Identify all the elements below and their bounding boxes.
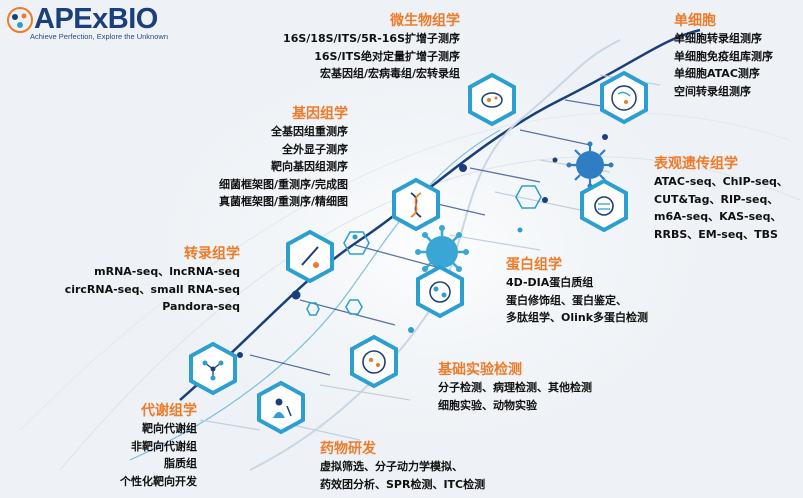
logo-text: APExBIO xyxy=(34,3,158,35)
list-item: 细胞实验、动物实验 xyxy=(438,398,537,412)
list-item: 单细胞转录组测序 xyxy=(674,32,762,45)
section-title: 基因组学 xyxy=(292,106,348,122)
section-title: 蛋白组学 xyxy=(506,257,562,273)
section-genomics: 基因组学 全基因组重测序 全外显子测序 靶向基因组测序 细菌框架图/重测序/完成… xyxy=(219,105,348,211)
section-title: 转录组学 xyxy=(184,246,240,262)
dna-icon xyxy=(392,177,440,232)
list-item: RRBS、EM-seq、TBS xyxy=(654,227,778,241)
list-item: 全外显子测序 xyxy=(282,142,348,156)
pipette-icon xyxy=(286,229,334,284)
list-item: 单细胞免疫组库测序 xyxy=(674,49,773,63)
company-logo: APExBIO Achieve Perfection, Explore the … xyxy=(6,4,168,41)
list-item: 空间转录组测序 xyxy=(674,84,751,98)
list-item: 细菌框架图/重测序/完成图 xyxy=(218,177,348,191)
section-title: 药物研发 xyxy=(320,441,376,457)
logo-mark-icon xyxy=(7,7,33,33)
list-item: 宏基因组/宏病毒组/宏转录组 xyxy=(319,67,460,80)
section-metabolomics: 代谢组学 靶向代谢组 非靶向代谢组 脂质组 个性化靶向开发 xyxy=(120,402,197,490)
virus-icon xyxy=(580,178,628,233)
section-transcriptomics: 转录组学 mRNA-seq、lncRNA-seq circRNA-seq、sma… xyxy=(65,245,240,316)
section-title: 表观遗传组学 xyxy=(654,156,738,172)
section-proteomics: 蛋白组学 4D-DIA蛋白质组 蛋白修饰组、蛋白鉴定、 多肽组学、Olink多蛋… xyxy=(506,256,648,327)
molecule-network-icon xyxy=(189,341,237,396)
section-single-cell: 单细胞 单细胞转录组测序 单细胞免疫组库测序 单细胞ATAC测序 空间转录组测序 xyxy=(674,12,773,100)
list-item: 非靶向代谢组 xyxy=(131,439,197,453)
section-title: 代谢组学 xyxy=(141,403,197,419)
list-item: 虚拟筛选、分子动力学模拟、 xyxy=(320,460,463,473)
scientist-icon xyxy=(257,380,305,435)
list-item: 靶向基因组测序 xyxy=(271,160,348,173)
list-item: ATAC-seq、ChIP-seq、 xyxy=(654,175,788,188)
list-item: mRNA-seq、lncRNA-seq xyxy=(94,265,240,278)
list-item: 分子检测、病理检测、其他检测 xyxy=(438,381,592,394)
list-item: 药效团分析、SPR检测、ITC检测 xyxy=(320,477,486,491)
section-basic-experiments: 基础实验检测 分子检测、病理检测、其他检测 细胞实验、动物实验 xyxy=(438,361,592,414)
list-item: 16S/ITS绝对定量扩增子测序 xyxy=(314,49,460,63)
cell-icon xyxy=(600,70,648,125)
section-drug-development: 药物研发 虚拟筛选、分子动力学模拟、 药效团分析、SPR检测、ITC检测 xyxy=(320,440,485,493)
list-item: 4D-DIA蛋白质组 xyxy=(506,276,594,289)
protein-icon xyxy=(416,264,464,319)
list-item: 脂质组 xyxy=(164,457,197,470)
list-item: 全基因组重测序 xyxy=(271,125,348,138)
list-item: CUT&Tag、RIP-seq、 xyxy=(654,192,779,206)
microbe-icon xyxy=(468,72,516,127)
section-microbiome: 微生物组学 16S/18S/ITS/5R-16S扩增子测序 16S/ITS绝对定… xyxy=(283,12,460,83)
section-epigenetics: 表观遗传组学 ATAC-seq、ChIP-seq、 CUT&Tag、RIP-se… xyxy=(654,155,788,243)
list-item: 真菌框架图/重测序/精细图 xyxy=(218,195,348,208)
section-title: 单细胞 xyxy=(674,13,716,29)
list-item: Pandora-seq xyxy=(162,300,240,313)
petri-dish-icon xyxy=(350,334,398,389)
logo-tagline: Achieve Perfection, Explore the Unknown xyxy=(30,32,168,41)
section-title: 基础实验检测 xyxy=(438,362,522,378)
list-item: 多肽组学、Olink多蛋白检测 xyxy=(506,311,649,324)
list-item: 靶向代谢组 xyxy=(142,422,197,435)
section-title: 微生物组学 xyxy=(390,13,460,29)
list-item: 蛋白修饰组、蛋白鉴定、 xyxy=(506,293,627,307)
list-item: 单细胞ATAC测序 xyxy=(674,67,760,80)
list-item: 16S/18S/ITS/5R-16S扩增子测序 xyxy=(283,32,460,45)
list-item: 个性化靶向开发 xyxy=(120,474,197,488)
list-item: circRNA-seq、small RNA-seq xyxy=(64,282,240,296)
list-item: m6A-seq、KAS-seq、 xyxy=(654,210,782,223)
